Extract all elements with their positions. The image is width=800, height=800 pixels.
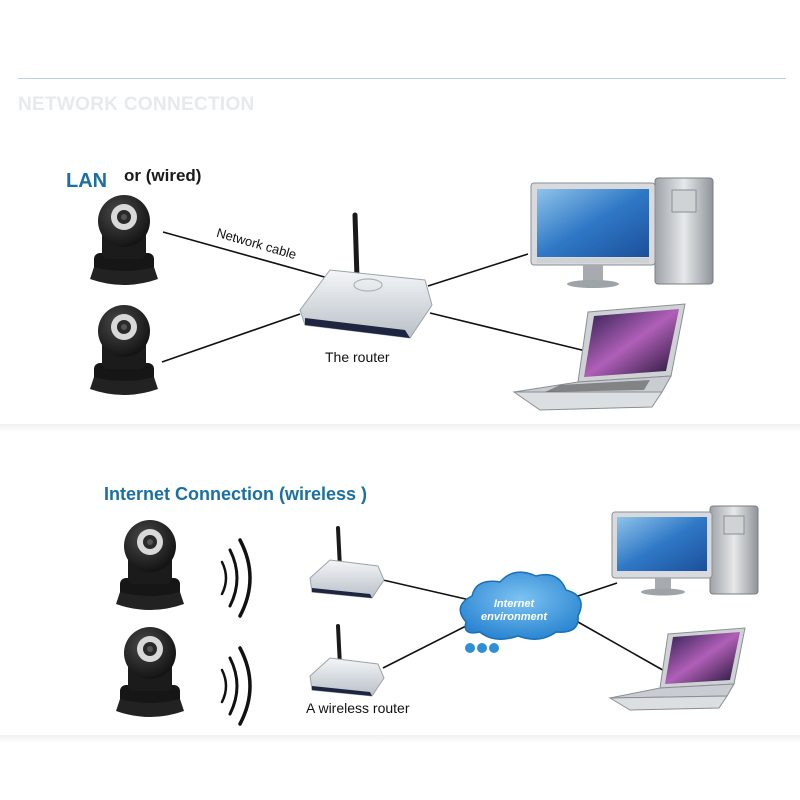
lan-laptop [512, 303, 686, 411]
lan-desktop-computer [530, 177, 714, 288]
cloud-label-line-2: environment [480, 611, 547, 623]
wireless-signal-icon-1 [220, 538, 252, 618]
lan-camera-1 [90, 195, 158, 285]
cloud-label: Internet environment [474, 598, 554, 624]
page-title: NETWORK CONNECTION [18, 94, 255, 115]
wireless-router-2 [309, 624, 385, 697]
section-divider-shadow [0, 424, 800, 432]
cloud-label-line-1: Internet [493, 598, 535, 610]
wireless-router-label: A wireless router [306, 700, 410, 716]
top-divider [18, 78, 786, 79]
internet-desktop-computer [611, 505, 759, 596]
wireless-router-1 [309, 526, 385, 599]
lan-section-title: LAN [66, 170, 108, 192]
wireless-signal-icon-2 [220, 646, 252, 726]
wireless-camera-1 [116, 520, 184, 610]
lan-router [299, 212, 433, 339]
router-label: The router [325, 349, 390, 365]
bottom-divider-shadow [0, 735, 800, 743]
internet-laptop [608, 627, 746, 711]
lan-section-subtitle: or (wired) [124, 166, 202, 185]
internet-cables [382, 579, 669, 674]
internet-section-title: Internet Connection (wireless ) [104, 484, 368, 504]
lan-camera-2 [90, 305, 158, 395]
wireless-camera-2 [116, 627, 184, 717]
internet-cloud-icon [459, 571, 582, 653]
lan-cables [161, 231, 591, 363]
